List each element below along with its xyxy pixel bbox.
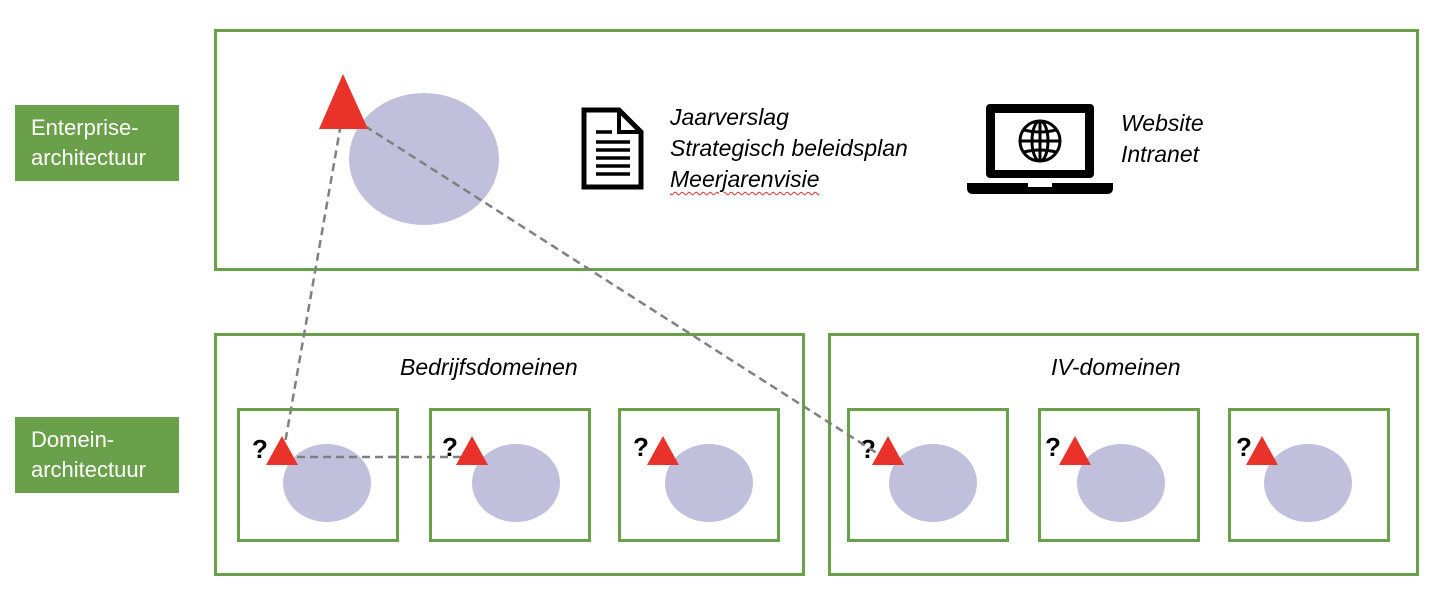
domain-box-5 (1038, 408, 1200, 542)
documents-list: Jaarverslag Strategisch beleidsplan Meer… (670, 102, 908, 195)
domain-box-3 (618, 408, 780, 542)
question-mark-1: ? (252, 434, 268, 464)
enterprise-label-line1: Enterprise- (31, 115, 139, 140)
domain-architecture-label: Domein- architectuur (15, 417, 179, 493)
question-mark-2: ? (442, 432, 458, 462)
document-item-1: Jaarverslag (670, 104, 789, 130)
question-mark-4: ? (860, 434, 876, 464)
domain-box-1 (237, 408, 399, 542)
domain-box-6 (1228, 408, 1390, 542)
iv-domains-title: IV-domeinen (1051, 354, 1181, 380)
document-item-2: Strategisch beleidsplan (670, 135, 908, 161)
enterprise-label-line2: architectuur (31, 145, 146, 170)
channels-list: Website Intranet (1121, 108, 1204, 170)
question-mark-3: ? (633, 432, 649, 462)
channel-item-1: Website (1121, 110, 1204, 136)
enterprise-architecture-label: Enterprise- architectuur (15, 105, 179, 181)
question-mark-5: ? (1045, 432, 1061, 462)
domain-label-line1: Domein- (31, 427, 115, 452)
document-item-3: Meerjarenvisie (670, 166, 820, 192)
channel-item-2: Intranet (1121, 141, 1199, 167)
domain-label-line2: architectuur (31, 457, 146, 482)
domain-box-2 (429, 408, 591, 542)
business-domains-title: Bedrijfsdomeinen (400, 354, 578, 380)
question-mark-6: ? (1236, 432, 1252, 462)
domain-box-4 (847, 408, 1009, 542)
